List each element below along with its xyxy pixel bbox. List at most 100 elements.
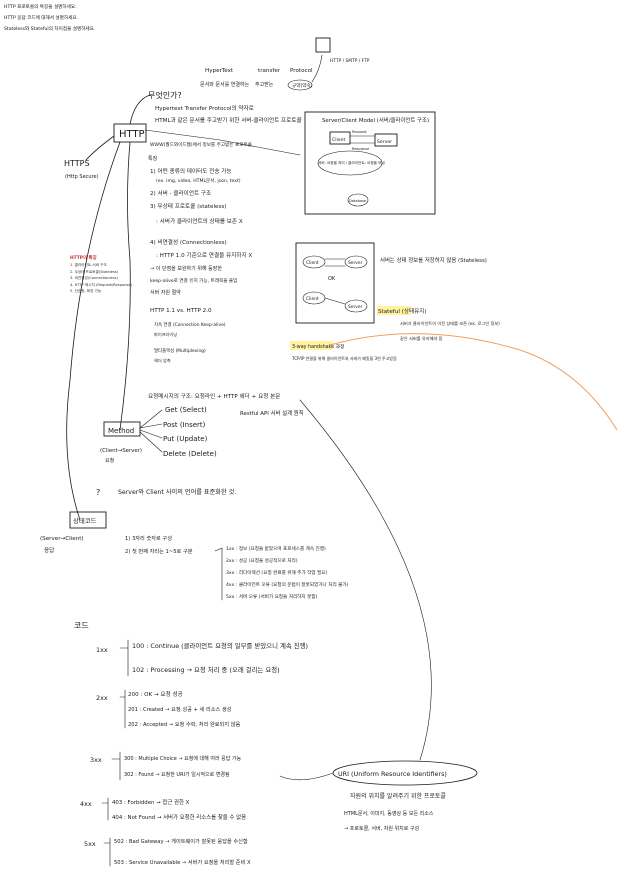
code-202: 202 : Accepted → 요청 수락, 처리 완료되지 않음 bbox=[128, 720, 240, 728]
request-label: Request bbox=[352, 130, 367, 134]
feature-2: 2) 서버 - 클라이언트 구조 bbox=[150, 189, 211, 197]
handshake-label: 3-way handshake 과정 bbox=[292, 343, 344, 350]
server-client-note: 서버: 요청을 처리 / 클라이언트: 요청을 보냄 bbox=[318, 160, 385, 165]
https-node: HTTPS bbox=[64, 159, 90, 168]
http-features-card: HTTP의 특징 1. 클라이언트-서버 구조 2. 무상태 프로토콜(Stat… bbox=[70, 256, 170, 316]
status-intro: Server와 Client 사이의 언어를 표준화한 것. bbox=[118, 488, 236, 496]
code-302: 302 : Found → 요청한 URI가 일시적으로 변경됨 bbox=[124, 771, 230, 778]
method-box bbox=[103, 421, 141, 437]
restful-api: Restful API 서버 설계 원칙 bbox=[240, 409, 304, 417]
method-delete: Delete (Delete) bbox=[163, 450, 217, 458]
stateless-ok: OK bbox=[328, 276, 336, 282]
feature-item: 5. 단순함, 확장 가능 bbox=[70, 289, 102, 294]
stateless-note: 서버는 상태 정보를 저장하지 않음 (Stateless) bbox=[380, 256, 487, 264]
server-client-box bbox=[304, 111, 436, 215]
what-is-line3: WWW(월드와이드웹)에서 정보를 주고받는 프로토콜 bbox=[150, 141, 252, 148]
protocol-list: HTTP / SMTP / FTP bbox=[330, 58, 370, 64]
orange-pen-stroke bbox=[329, 333, 617, 431]
http-node: HTTP bbox=[119, 129, 145, 140]
question-3: Stateless와 Stateful의 차이점을 설명하세요. bbox=[4, 27, 96, 32]
code-404: 404 : Not Found → 서버가 요청한 리소스를 찾을 수 없음 bbox=[112, 813, 246, 821]
server-client-title: Server/Client Model (서버/클라이언트 구조) bbox=[322, 116, 429, 124]
status-1xx: 1xx : 정보 (요청을 받았으며 프로세스를 계속 진행) bbox=[226, 545, 326, 552]
feature-item: 3. 비연결성(Connectionless) bbox=[70, 276, 118, 281]
group-5xx-bracket bbox=[103, 837, 111, 867]
stateless-server-2 bbox=[344, 299, 368, 313]
branch-method bbox=[119, 141, 131, 431]
status-node: 상태코드 bbox=[73, 516, 97, 525]
code-102: 102 : Processing → 요청 처리 중 (오래 걸리는 요청) bbox=[132, 665, 280, 674]
uri-note-3: → 프로토콜, 서버, 자원 위치로 구성 bbox=[344, 825, 419, 832]
response-label: Response bbox=[352, 147, 370, 151]
method-sub: (Client→Server) bbox=[100, 448, 142, 454]
protocol-arrow bbox=[311, 54, 323, 83]
features-header: 특징 bbox=[148, 155, 157, 162]
what-is-question: 무엇인가? bbox=[148, 90, 182, 100]
stateful-label: Stateful (상태유지) bbox=[378, 307, 427, 315]
transfer-word: transfer bbox=[258, 68, 281, 74]
group-5xx-label: 5xx bbox=[84, 840, 96, 848]
protocol-box bbox=[315, 37, 331, 53]
db-cylinder bbox=[347, 193, 369, 207]
branch-what-is bbox=[129, 94, 151, 125]
group-2xx-label: 2xx bbox=[96, 694, 108, 702]
method-put: Put (Update) bbox=[163, 435, 208, 443]
group-4xx-label: 4xx bbox=[80, 800, 92, 808]
version-multiplexing: 멀티플렉싱 (Multiplexing) bbox=[154, 347, 206, 354]
handshake-highlight bbox=[290, 341, 333, 350]
uri-node: URI (Uniform Resource Identifiers) bbox=[338, 770, 447, 778]
uri-method-link bbox=[299, 399, 432, 761]
method-post: Post (Insert) bbox=[163, 421, 206, 429]
stateless-client-label-2: Client bbox=[306, 296, 319, 302]
stateless-box bbox=[295, 242, 375, 324]
question-2: HTTP 응답 코드에 대해서 설명하세요. bbox=[4, 16, 78, 21]
status-point-2: 2) 첫 번째 자리는 1~5로 구분 bbox=[125, 547, 193, 555]
feature-4-note2: keep-alive로 연결 유지 가능, 트래픽을 줄임 bbox=[150, 277, 237, 284]
protocol-desc: 규약(약속) bbox=[292, 82, 313, 89]
db-label: Database bbox=[349, 199, 367, 203]
version-header-compression: 헤더 압축 bbox=[154, 357, 171, 364]
feature-4-note1: → 이 단점을 보완하기 위해 등장한 bbox=[150, 265, 222, 272]
branch-server-client bbox=[144, 129, 301, 156]
https-link bbox=[85, 135, 115, 161]
protocol-word: Protocol bbox=[290, 68, 313, 74]
method-req: 요청 bbox=[105, 458, 114, 464]
feature-3: 3) 무상태 프로토콜 (stateless) bbox=[150, 202, 226, 210]
status-3xx: 3xx : 리다이렉션 (요청 완료를 위해 추가 작업 필요) bbox=[226, 569, 327, 576]
http-versions: HTTP 1.1 vs. HTTP 2.0 bbox=[150, 308, 212, 314]
transfer-desc: 주고받는 bbox=[255, 81, 274, 88]
https-sub: (Http Secure) bbox=[65, 174, 99, 180]
stateful-note2: 같은 서버를 유지해야 함 bbox=[400, 335, 443, 342]
feature-4: 4) 비연결성 (Connectionless) bbox=[150, 238, 227, 246]
codes-label: 코드 bbox=[74, 621, 89, 630]
feature-1-ex: (ex. img, video, HTML문서, json, text) bbox=[156, 177, 241, 184]
uri-link bbox=[279, 772, 334, 781]
group-3xx-label: 3xx bbox=[90, 756, 102, 764]
uri-note-2: HTML문서, 이미지, 동영상 등 모든 리소스 bbox=[344, 810, 434, 817]
status-5xx: 5xx : 서버 오류 (서버가 요청을 처리하지 못함) bbox=[226, 593, 318, 600]
status-4xx: 4xx : 클라이언트 오류 (요청의 문법이 잘못되었거나 처리 불가) bbox=[226, 581, 349, 588]
what-is-line1: Hypertext Transfer Protocol의 약자로 bbox=[155, 104, 254, 112]
code-502: 502 : Bad Gateway → 게이트웨이가 잘못된 응답을 수신함 bbox=[114, 837, 248, 845]
group-2xx-bracket bbox=[119, 689, 126, 729]
handshake-note: TCP/IP 연결을 위해 클라이언트와 서버가 패킷을 3번 주고받음 bbox=[291, 355, 397, 361]
status-sub: (Server→Client) bbox=[40, 536, 84, 542]
status-2xx: 2xx : 성공 (요청을 성공적으로 처리) bbox=[226, 557, 298, 564]
method-node: Method bbox=[108, 427, 134, 435]
hypertext-desc: 문서와 문서를 연결하는 bbox=[200, 81, 250, 88]
server-label: Server bbox=[377, 139, 392, 145]
code-201: 201 : Created → 요청 성공 + 새 리소스 생성 bbox=[128, 705, 232, 713]
status-point-1: 1) 3자리 숫자로 구성 bbox=[125, 534, 172, 542]
client-box bbox=[329, 131, 351, 145]
group-1xx-bracket bbox=[119, 639, 129, 677]
feature-4-desc: : HTTP 1.0 기준으로 연결을 유지하지 X bbox=[156, 251, 252, 259]
feature-3-desc: : 서버가 클라이언트의 상태를 보존 X bbox=[156, 217, 243, 225]
server-client-oval bbox=[317, 150, 383, 176]
stateless-req-arrow-2 bbox=[324, 297, 346, 305]
code-403: 403 : Forbidden → 접근 권한 X bbox=[112, 798, 190, 806]
stateless-server-label-2: Server bbox=[348, 304, 363, 310]
method-branches bbox=[139, 409, 163, 453]
feature-item: 4. HTTP 메시지 (Request/Response) bbox=[70, 282, 132, 287]
hypertext-word: HyperText bbox=[205, 68, 234, 74]
